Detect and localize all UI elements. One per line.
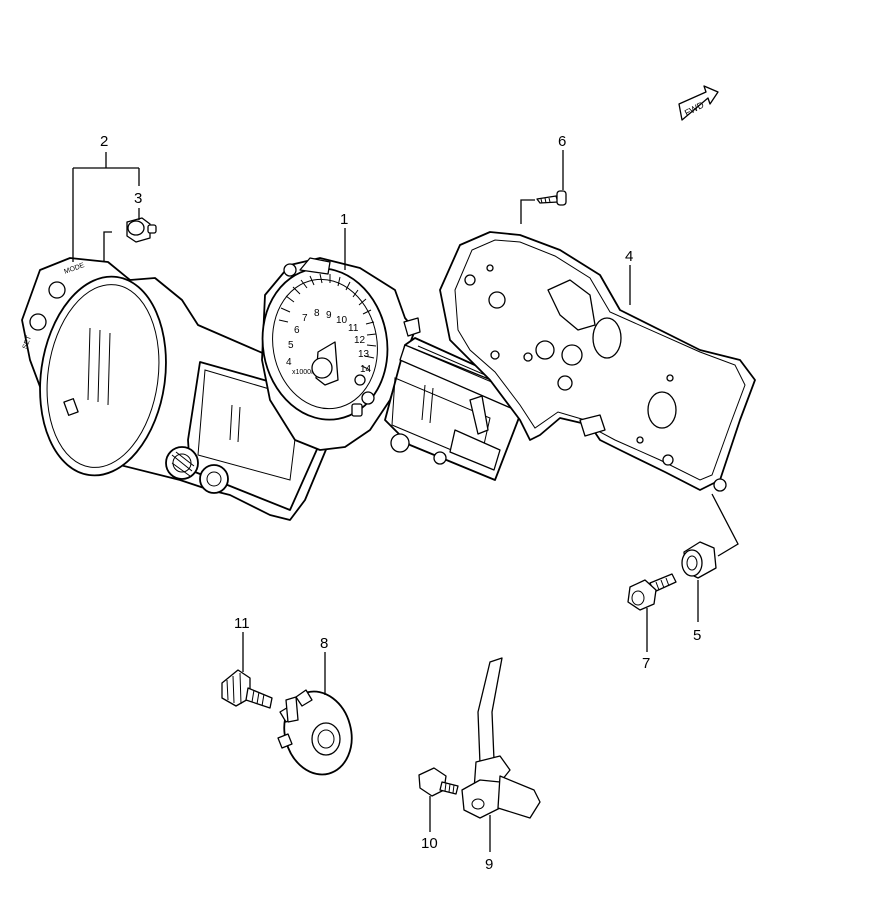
svg-text:4: 4 [286,357,292,368]
bolt-10 [418,767,459,797]
svg-text:11: 11 [348,323,359,334]
tach-numbers: 4 5 6 7 8 9 10 11 12 13 14 x1000r/min [286,308,372,376]
callout-7: 7 [642,655,650,672]
svg-text:x1000r/min: x1000r/min [292,369,327,376]
bracket-8 [277,689,353,776]
callout-2: 2 [100,133,108,150]
screw-6 [536,190,567,206]
meter-cover: MODE SET [21,257,339,521]
callout-8: 8 [320,635,328,652]
svg-text:12: 12 [354,335,366,346]
tach-ticks [278,273,377,371]
grommet-5 [681,541,717,579]
callout-labels: 2 3 1 6 4 5 7 8 11 9 10 [100,133,701,873]
callout-5: 5 [693,627,701,644]
callout-1: 1 [340,211,348,228]
callout-9: 9 [485,856,493,873]
callout-10: 10 [421,835,438,852]
rear-housing [439,231,756,492]
svg-text:9: 9 [326,310,332,321]
sensor-9 [461,657,541,819]
svg-text:SET: SET [22,334,33,350]
svg-text:8: 8 [314,308,320,319]
svg-text:10: 10 [336,315,348,326]
callout-11: 11 [234,615,250,632]
leader-lines [72,150,739,852]
callout-6: 6 [558,133,566,150]
bolt-7 [627,573,677,611]
fwd-arrow: FWD [678,85,719,121]
bolt-11 [221,669,273,709]
callout-4: 4 [625,248,633,265]
svg-text:7: 7 [302,313,308,324]
svg-text:6: 6 [294,325,300,336]
callout-3: 3 [134,190,142,207]
meter-assembly: 4 5 6 7 8 9 10 11 12 13 14 x1000r/min [261,257,551,481]
grommet-3 [126,217,157,243]
svg-text:13: 13 [358,349,370,360]
svg-text:14: 14 [360,364,372,375]
svg-text:5: 5 [288,340,294,351]
